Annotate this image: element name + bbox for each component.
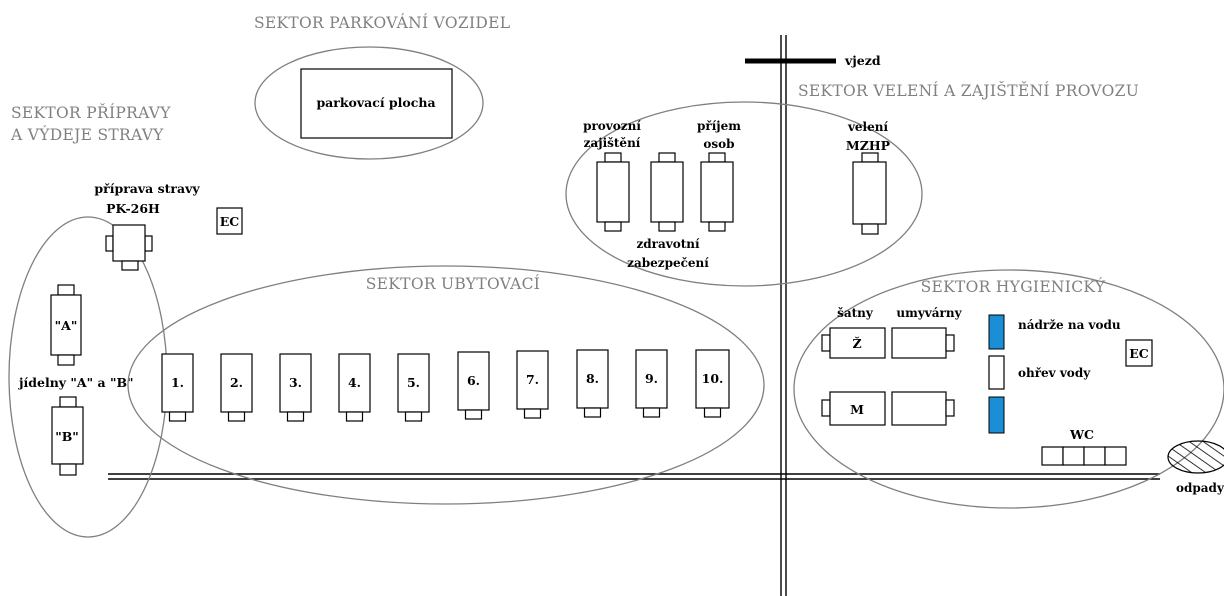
tent-5: 5. xyxy=(397,353,430,422)
water-tanks-label: nádrže na vodu xyxy=(1018,318,1121,332)
waste-label: odpady xyxy=(1176,481,1224,495)
water-tank-1 xyxy=(988,314,1005,350)
ec-right-label: EC xyxy=(1129,346,1149,361)
canteen-b-label: "B" xyxy=(55,429,79,444)
ops-support-label-line2: zajištění xyxy=(584,136,641,150)
tent-label: 7. xyxy=(526,372,539,387)
food-prep-label-line1: příprava stravy xyxy=(94,181,200,196)
hygiene-sector: SEKTOR HYGIENICKÝ šatny umyvárny Ž M nád… xyxy=(793,269,1224,509)
water-heating-label: ohřev vody xyxy=(1018,366,1091,380)
tent-4: 4. xyxy=(338,353,371,422)
washrooms-label: umyvárny xyxy=(896,306,962,320)
ec-left-label: EC xyxy=(220,214,240,229)
tent-3: 3. xyxy=(279,353,312,422)
canteen-b: "B" xyxy=(51,396,84,476)
tent-label: 6. xyxy=(467,373,480,388)
tent-label: 2. xyxy=(230,375,243,390)
canteens-label: jídelny "A" a "B" xyxy=(18,375,134,390)
ops-support-label-line1: provozní xyxy=(583,119,641,133)
tent-8: 8. xyxy=(576,349,609,418)
command-label-line1: velení xyxy=(847,120,889,134)
tent-1: 1. xyxy=(161,353,194,422)
wc-cabins xyxy=(1041,446,1127,466)
women-label: Ž xyxy=(852,336,861,351)
ec-right-box xyxy=(1125,339,1153,367)
food-sector-title-line1: SEKTOR PŘÍPRAVY xyxy=(11,104,171,122)
kitchen-unit xyxy=(105,224,153,271)
command-sector-title: SEKTOR VELENÍ A ZAJIŠTĚNÍ PROVOZU xyxy=(798,82,1139,100)
tents: 1. 2. 3. 4. 5. 6. 7. 8. 9. 10. xyxy=(161,349,730,422)
command-label-line2: MZHP xyxy=(846,138,891,153)
reception-label-line1: příjem xyxy=(697,119,741,133)
ec-left-box xyxy=(216,207,243,235)
command-tent xyxy=(852,152,887,235)
parking-sector: SEKTOR PARKOVÁNÍ VOZIDEL parkovací ploch… xyxy=(254,14,510,160)
hygiene-sector-ellipse xyxy=(793,269,1224,509)
men-washroom xyxy=(891,391,955,426)
food-sector-title-line2: A VÝDEJE STRAVY xyxy=(10,126,164,144)
lodging-sector-title: SEKTOR UBYTOVACÍ xyxy=(366,275,540,293)
entry-label: vjezd xyxy=(844,53,881,68)
reception-tent xyxy=(700,152,734,232)
reception-label-line2: osob xyxy=(703,137,734,151)
water-tank-2 xyxy=(988,396,1005,434)
medical-label-line2: zabezpečení xyxy=(627,256,709,270)
wc-label: WC xyxy=(1069,427,1094,442)
lodging-sector-ellipse xyxy=(127,265,765,505)
lodging-sector: SEKTOR UBYTOVACÍ 1. 2. 3. 4. 5. 6. 7. 8. 9. 10. xyxy=(127,265,765,505)
men-wardrobe: M xyxy=(821,391,886,426)
women-wardrobe: Ž xyxy=(821,327,886,359)
tent-6: 6. xyxy=(457,351,490,420)
tent-label: 3. xyxy=(289,375,302,390)
food-sector: SEKTOR PŘÍPRAVY A VÝDEJE STRAVY příprava… xyxy=(8,104,243,538)
wardrobes-label: šatny xyxy=(837,306,874,320)
tent-7: 7. xyxy=(516,350,549,419)
men-label: M xyxy=(850,402,864,417)
women-washroom xyxy=(891,327,955,359)
tent-9: 9. xyxy=(635,349,668,418)
medical-tent xyxy=(650,152,684,232)
tent-label: 5. xyxy=(407,375,420,390)
food-prep-label-line2: PK-26H xyxy=(106,201,160,216)
ops-support-tent xyxy=(596,152,630,232)
water-heater xyxy=(988,355,1005,390)
tent-label: 9. xyxy=(645,371,658,386)
parking-sector-ellipse xyxy=(254,46,484,160)
tent-label: 10. xyxy=(702,371,724,386)
command-sector-ellipse xyxy=(565,101,923,287)
parking-area-label: parkovací plocha xyxy=(316,95,435,110)
command-sector: SEKTOR VELENÍ A ZAJIŠTĚNÍ PROVOZU provoz… xyxy=(565,82,1139,287)
roads: vjezd xyxy=(108,35,1160,596)
tent-label: 1. xyxy=(171,375,184,390)
canteen-a: "A" xyxy=(50,284,82,366)
tent-10: 10. xyxy=(695,349,730,418)
canteen-a-label: "A" xyxy=(55,318,78,333)
parking-area-box xyxy=(300,68,453,139)
waste-icon xyxy=(1167,440,1224,474)
hygiene-sector-title: SEKTOR HYGIENICKÝ xyxy=(921,278,1106,296)
parking-sector-title: SEKTOR PARKOVÁNÍ VOZIDEL xyxy=(254,14,510,32)
tent-label: 8. xyxy=(586,371,599,386)
medical-label-line1: zdravotní xyxy=(636,237,700,251)
tent-label: 4. xyxy=(348,375,361,390)
tent-2: 2. xyxy=(220,353,253,422)
waste-area: odpady xyxy=(1167,440,1224,495)
